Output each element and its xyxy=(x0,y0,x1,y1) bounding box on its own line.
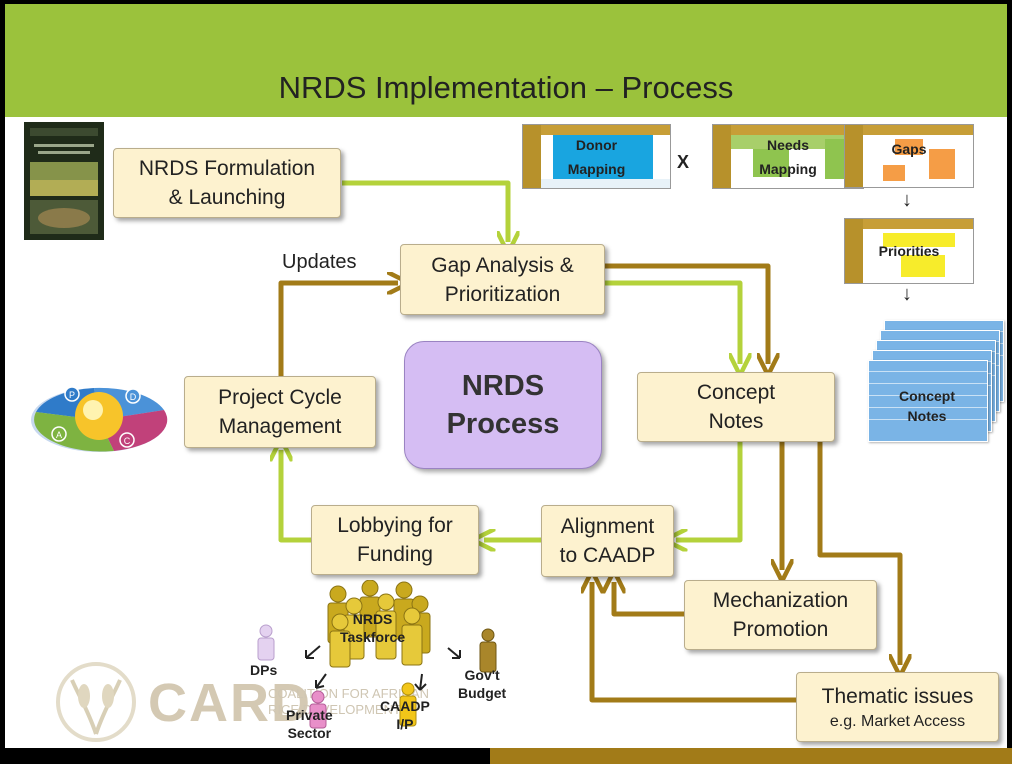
node-concept-notes: Concept Notes xyxy=(637,372,835,442)
updates-label: Updates xyxy=(282,251,357,273)
caadp-line2: I/P xyxy=(396,716,414,732)
arrow-formulation-to-gap xyxy=(342,180,508,242)
donor-mapping-line1: Donor xyxy=(575,137,618,153)
down-arrow-gaps-priorities: ↓ xyxy=(902,189,912,211)
govt-budget-person-icon xyxy=(479,628,497,673)
arrow-to-private xyxy=(315,673,327,689)
node-thematic-line2: e.g. Market Access xyxy=(829,712,966,730)
arrow-to-govt xyxy=(447,647,461,659)
donor-mapping-line2: Mapping xyxy=(567,161,626,177)
down-arrow-priorities-notes: ↓ xyxy=(902,283,912,305)
arrow-concept-to-thematic xyxy=(817,442,900,665)
title-banner: NRDS Implementation – Process xyxy=(5,4,1007,117)
gaps-table: Gaps xyxy=(844,124,974,188)
times-operator: X xyxy=(677,152,690,172)
concept-notes-stack: Concept Notes xyxy=(864,308,1004,442)
node-thematic-issues: Thematic issues e.g. Market Access xyxy=(796,672,999,742)
card-logo-text: CARD xyxy=(148,673,312,733)
center-line2: Process xyxy=(446,408,560,440)
node-alignment-line1: Alignment xyxy=(560,515,655,538)
arrow-thematic-to-alignment xyxy=(592,582,796,703)
node-thematic-line1: Thematic issues xyxy=(821,684,974,708)
pdca-cycle-graphic: P D C A xyxy=(31,386,168,452)
node-mechanization-line1: Mechanization xyxy=(712,589,849,612)
govt-line2: Budget xyxy=(458,685,507,701)
arrow-concept-to-alignment xyxy=(676,442,743,540)
node-formulation-line1: NRDS Formulation xyxy=(138,157,316,180)
cycle-letter-d: D xyxy=(130,392,137,402)
node-gap-line1: Gap Analysis & xyxy=(431,253,574,277)
needs-mapping-line1: Needs xyxy=(766,137,810,153)
concept-notes-line2: Notes xyxy=(907,408,947,424)
node-alignment-line2: to CAADP xyxy=(559,544,656,567)
arrow-to-dps xyxy=(305,645,321,659)
node-concept-line2: Notes xyxy=(708,410,764,433)
taskforce-arrows xyxy=(305,645,461,691)
arrow-to-caadp xyxy=(414,673,427,691)
needs-mapping-line2: Mapping xyxy=(759,161,817,177)
arrow-pcm-updates-gap xyxy=(278,283,398,376)
slide-title: NRDS Implementation – Process xyxy=(278,70,734,105)
node-lobbying-line2: Funding xyxy=(357,543,433,566)
arrow-gap-to-concept xyxy=(605,280,740,364)
dps-person-icon xyxy=(257,624,275,661)
node-pcm-line1: Project Cycle xyxy=(218,386,342,409)
private-line1: Private xyxy=(286,707,333,723)
card-sub-line1: COALITION FOR AFRICAN xyxy=(268,686,430,701)
node-pcm-line2: Management xyxy=(218,415,342,438)
needs-mapping-table: Needs Mapping xyxy=(712,124,864,189)
node-mechanization: Mechanization Promotion xyxy=(684,580,877,650)
taskforce-line1: NRDS xyxy=(352,611,393,627)
node-alignment: Alignment to CAADP xyxy=(541,505,674,577)
node-project-cycle: Project Cycle Management xyxy=(184,376,376,448)
gaps-label: Gaps xyxy=(891,141,927,157)
arrow-gap-to-concept-brown xyxy=(605,263,768,364)
donor-mapping-table: Donor Mapping xyxy=(522,124,671,189)
center-line1: NRDS xyxy=(461,370,545,402)
cycle-letter-p: P xyxy=(69,390,75,400)
card-logo-subtitle: COALITION FOR AFRICAN RICE DEVELOPMENT xyxy=(268,686,429,718)
private-line2: Sector xyxy=(287,725,332,741)
caadp-person-icon xyxy=(399,682,417,727)
concept-notes-line1: Concept xyxy=(899,388,955,404)
caadp-label: CAADP I/P xyxy=(380,697,430,733)
node-formulation-line2: & Launching xyxy=(168,186,286,209)
govt-budget-label: Gov't Budget xyxy=(458,666,506,702)
priorities-table: Priorities xyxy=(844,218,974,284)
node-mechanization-line2: Promotion xyxy=(732,618,829,641)
nrds-process-center: NRDS Process xyxy=(404,341,602,469)
node-lobbying-line1: Lobbying for xyxy=(337,514,453,537)
nrds-book-cover xyxy=(24,122,104,240)
node-formulation: NRDS Formulation & Launching xyxy=(113,148,341,218)
taskforce-label: NRDS Taskforce xyxy=(340,610,405,646)
footer-bar-left xyxy=(0,748,490,764)
priorities-label: Priorities xyxy=(878,243,940,259)
private-sector-person-icon xyxy=(309,690,327,729)
card-sub-line2: RICE DEVELOPMENT xyxy=(268,702,401,717)
taskforce-people-icon xyxy=(327,580,431,668)
govt-line1: Gov't xyxy=(464,667,500,683)
private-sector-label: Private Sector xyxy=(286,706,333,742)
cycle-letter-c: C xyxy=(124,436,131,446)
arrow-lobbying-to-pcm xyxy=(281,450,311,543)
caadp-line1: CAADP xyxy=(380,698,430,714)
dps-label: DPs xyxy=(250,662,278,678)
card-logo-icon xyxy=(56,662,136,742)
arrow-mechanization-to-alignment xyxy=(614,582,684,617)
node-gap-line2: Prioritization xyxy=(444,282,561,306)
node-gap-analysis: Gap Analysis & Prioritization xyxy=(400,244,605,315)
taskforce-line2: Taskforce xyxy=(340,629,406,645)
node-lobbying: Lobbying for Funding xyxy=(311,505,479,575)
node-concept-line1: Concept xyxy=(696,381,776,404)
cycle-letter-a: A xyxy=(56,430,62,440)
